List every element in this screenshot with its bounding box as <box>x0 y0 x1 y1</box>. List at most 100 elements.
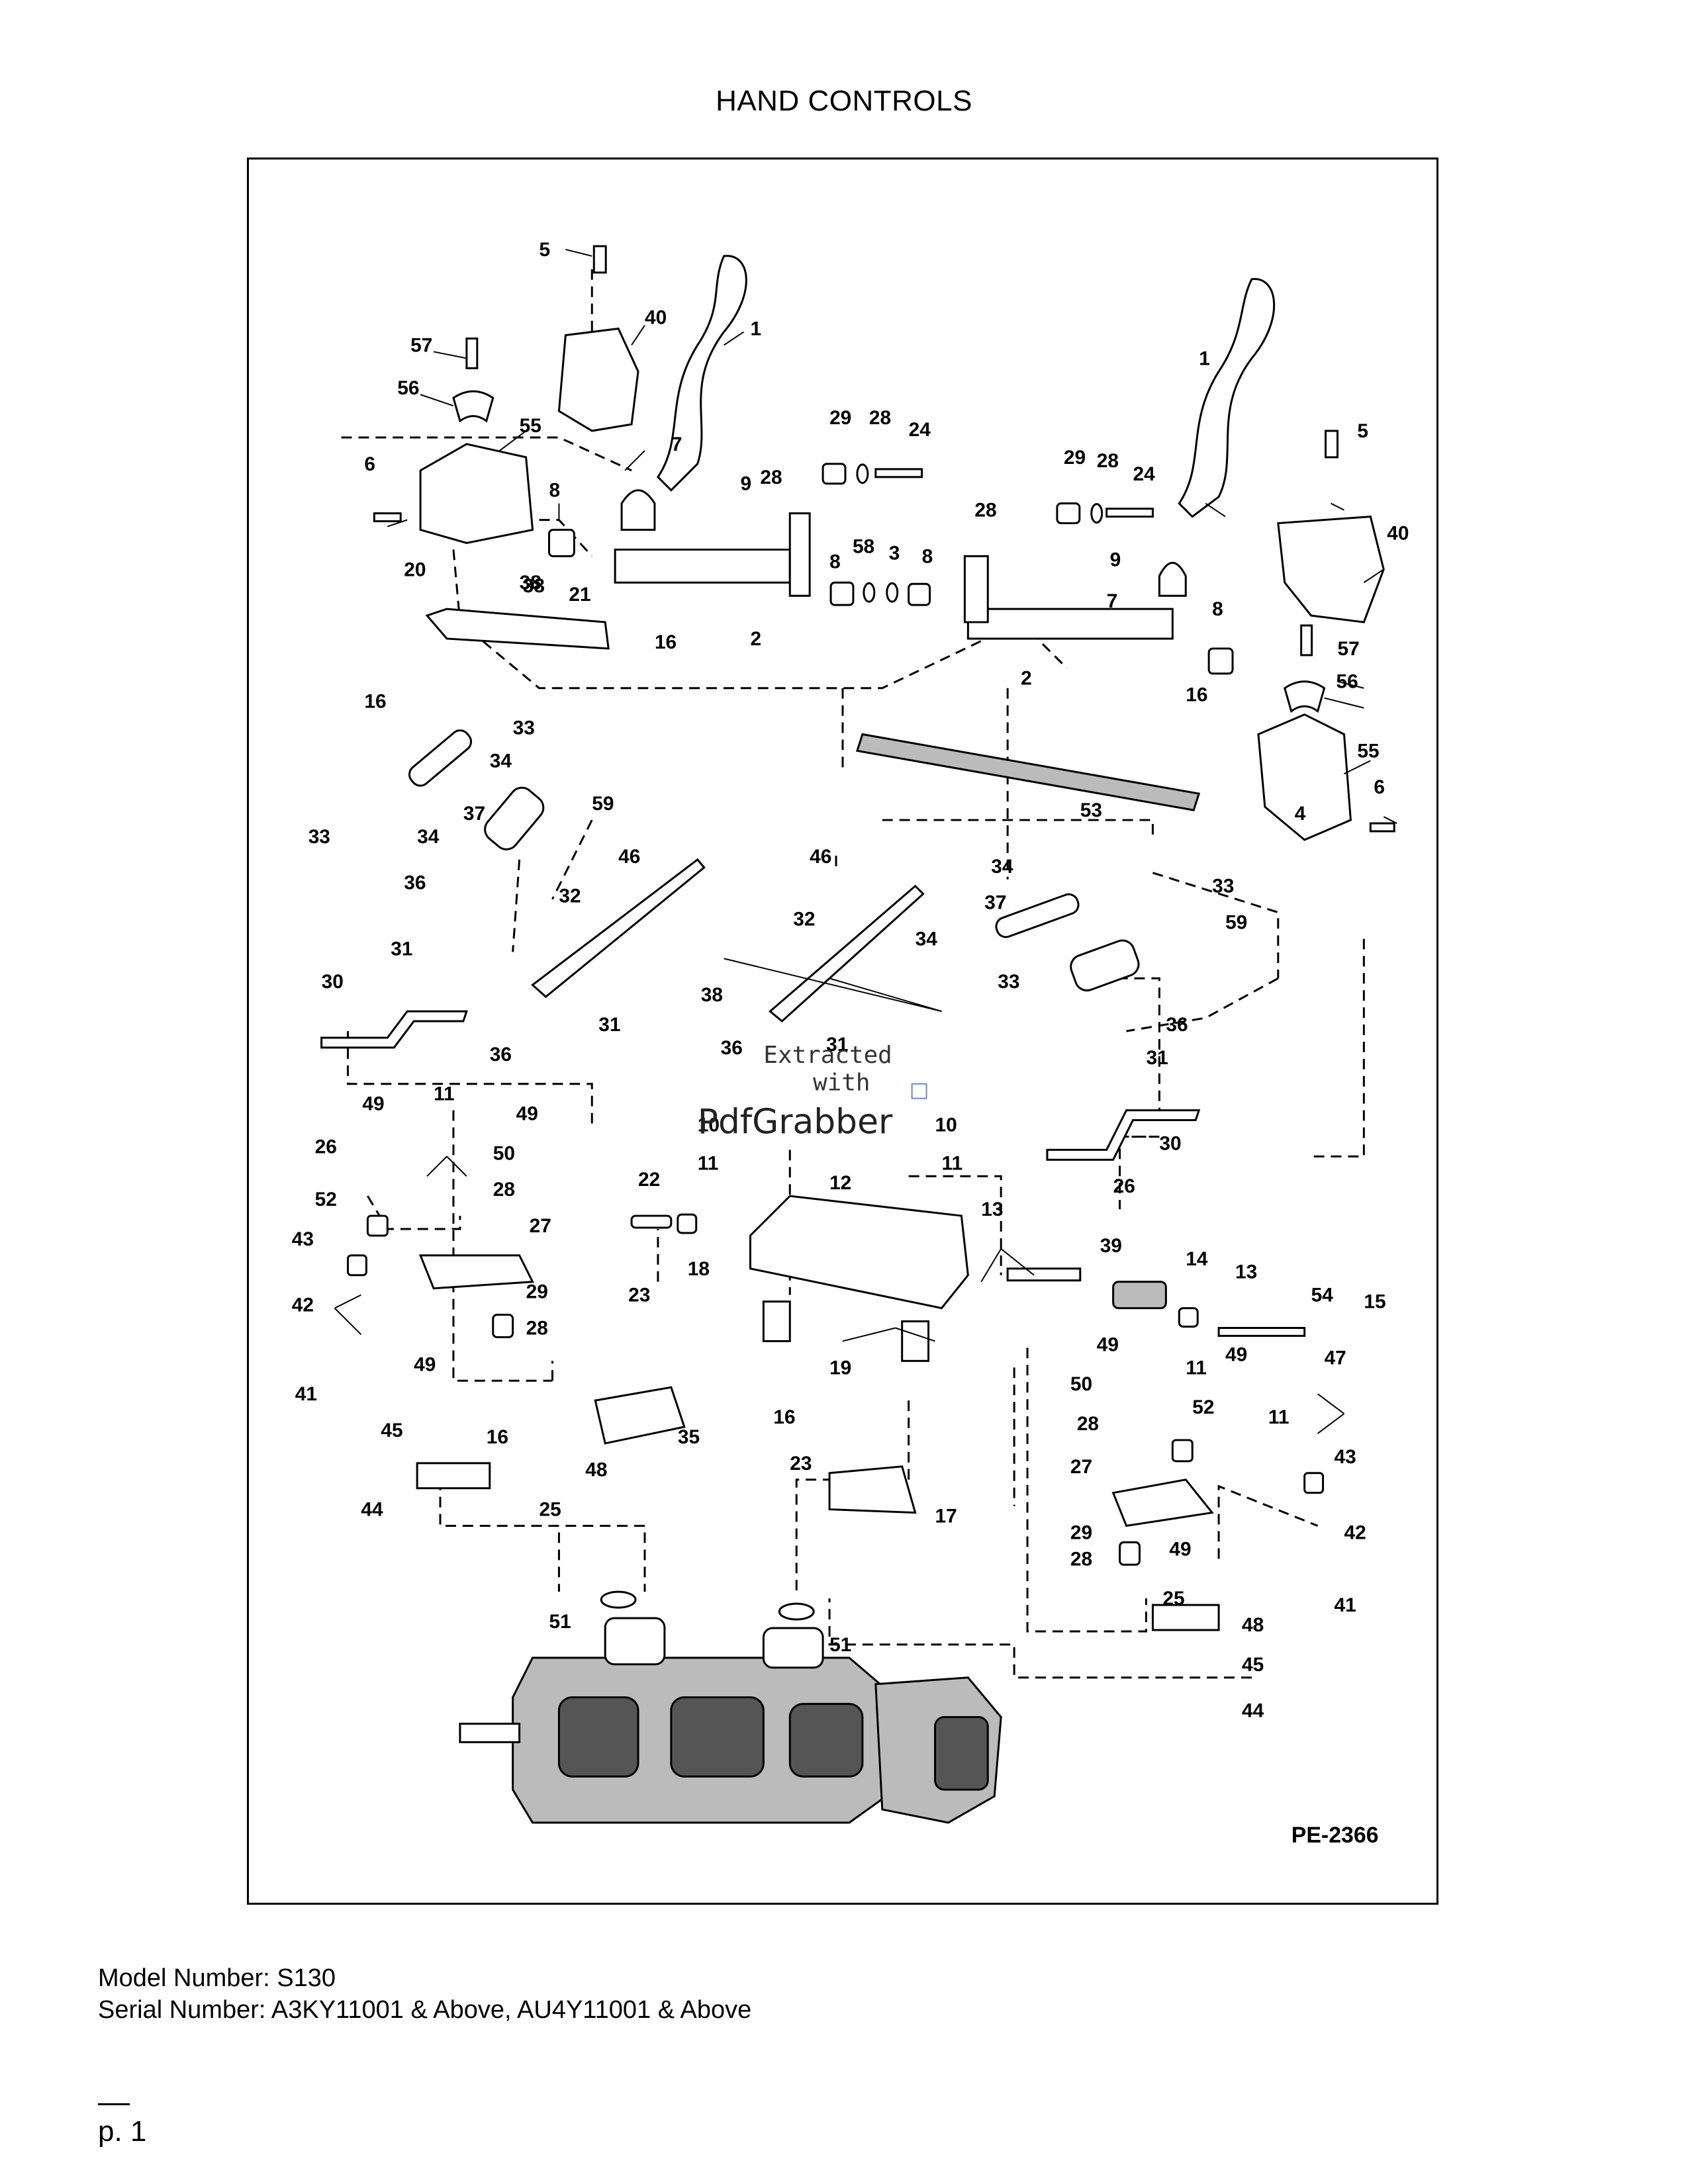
callout-label: 34 <box>490 750 512 772</box>
callout-label: 30 <box>322 971 344 993</box>
bolt-57-left <box>465 338 479 369</box>
callout-label: 46 <box>810 846 831 868</box>
rod-39 <box>1006 1267 1082 1282</box>
seal-51-left <box>600 1590 637 1609</box>
callout-label: 50 <box>493 1142 515 1164</box>
callout-label: 11 <box>1186 1357 1207 1379</box>
watermark-line-2: with <box>813 1069 870 1097</box>
control-lever-1-right <box>1178 278 1276 518</box>
bolt-6-right <box>1369 822 1395 833</box>
bolt-15 <box>1217 1327 1306 1337</box>
bolt-6-left <box>373 512 402 523</box>
callout-label: 44 <box>1242 1700 1264 1722</box>
callout-label: 11 <box>698 1152 719 1174</box>
callout-label: 39 <box>1100 1235 1122 1257</box>
control-lever-1-left <box>657 255 747 492</box>
callout-label: 8 <box>829 551 841 572</box>
callout-label: 34 <box>991 856 1013 878</box>
callout-label: 52 <box>1192 1396 1214 1418</box>
bolt-5-right <box>1325 430 1338 459</box>
callout-label: 43 <box>292 1228 314 1250</box>
exploded-parts-diagram: 5 40 1 57 56 55 7 6 8 9 28 29 28 24 20 3… <box>247 158 1438 1905</box>
bolt-24-left <box>874 468 923 478</box>
u-bolt-7-left <box>620 489 656 531</box>
callout-label: 10 <box>698 1114 720 1136</box>
callout-label: 54 <box>1311 1285 1334 1306</box>
callout-label: 2 <box>1021 668 1032 690</box>
callout-label: 56 <box>397 377 419 399</box>
callout-label: 49 <box>362 1093 384 1115</box>
callout-label: 33 <box>1212 876 1234 897</box>
callout-label: 1 <box>750 318 761 340</box>
callout-label: 55 <box>1357 740 1379 762</box>
callout-label: 22 <box>638 1169 660 1191</box>
bushing-29-right <box>1056 502 1081 525</box>
bracket-35 <box>594 1386 686 1445</box>
block-19-right <box>901 1320 930 1362</box>
callout-label: 52 <box>315 1189 337 1210</box>
callout-label: 16 <box>364 691 386 713</box>
arm-right <box>963 555 989 623</box>
mount-55-right <box>1257 713 1352 841</box>
callout-label: 29 <box>526 1281 548 1303</box>
callout-label: 16 <box>487 1426 508 1448</box>
callout-label: 59 <box>592 793 614 815</box>
link-44-left <box>416 1462 491 1490</box>
page-rule <box>98 2103 130 2105</box>
callout-label: 59 <box>1225 912 1247 934</box>
ring-3 <box>886 582 899 603</box>
callout-label: 11 <box>1268 1406 1289 1428</box>
shaft-2-right <box>966 608 1174 640</box>
bushing-29-left-lower <box>492 1314 514 1338</box>
callout-label: 56 <box>1336 671 1358 693</box>
callout-label: 36 <box>490 1044 512 1066</box>
parts-linework <box>320 245 1395 1824</box>
cap-43-left <box>347 1254 367 1277</box>
callout-label: 28 <box>493 1179 515 1201</box>
callout-label: 9 <box>1110 549 1121 570</box>
callout-label: 6 <box>364 453 375 475</box>
callout-label: 28 <box>526 1317 548 1339</box>
pivot-27-left <box>418 1254 534 1290</box>
bushing-29-right-lower <box>1119 1541 1141 1566</box>
callout-label: 45 <box>381 1420 402 1441</box>
callout-label: 40 <box>645 307 667 329</box>
callout-label: 11 <box>942 1152 963 1174</box>
callout-label: 53 <box>1080 799 1102 821</box>
damper-59-left <box>484 786 545 850</box>
callout-label: 37 <box>463 803 485 825</box>
clip-56-right <box>1284 680 1326 713</box>
callout-label: 27 <box>530 1215 551 1237</box>
callout-label: 49 <box>1097 1334 1119 1355</box>
callout-label: 9 <box>741 473 752 495</box>
damper-37-left <box>408 729 473 787</box>
callout-label: 49 <box>516 1103 538 1125</box>
callout-label: 5 <box>1357 420 1368 442</box>
link-32-left <box>531 858 706 999</box>
callout-label: 29 <box>1064 447 1086 469</box>
diagram-canvas: 5 40 1 57 56 55 7 6 8 9 28 29 28 24 20 3… <box>292 239 1409 1848</box>
callout-label: 7 <box>671 433 682 455</box>
callout-labels: 5 40 1 57 56 55 7 6 8 9 28 29 28 24 20 3… <box>292 239 1409 1722</box>
callout-label: 38 <box>520 572 541 594</box>
callout-label: 28 <box>869 407 891 429</box>
callout-label: 29 <box>829 407 851 429</box>
callout-label: 49 <box>414 1353 436 1375</box>
bushing-8-center <box>829 581 855 606</box>
bushing-29-left <box>821 463 847 485</box>
u-bolt-7-right <box>1158 562 1187 597</box>
callout-label: 16 <box>1186 684 1207 706</box>
bushing-13-right <box>1178 1307 1199 1328</box>
callout-label: 31 <box>391 938 412 960</box>
callout-label: 24 <box>909 419 931 441</box>
link-44-right <box>1151 1604 1220 1631</box>
callout-label: 23 <box>628 1285 650 1306</box>
callout-label: 19 <box>829 1357 851 1379</box>
callout-label: 48 <box>585 1459 607 1481</box>
bracket-30-right <box>1046 1109 1201 1161</box>
damper-37-right <box>995 893 1080 938</box>
callout-label: 18 <box>688 1258 710 1280</box>
callout-label: 28 <box>1097 450 1119 472</box>
bolt-57-right <box>1300 624 1313 657</box>
callout-label: 25 <box>539 1499 561 1521</box>
